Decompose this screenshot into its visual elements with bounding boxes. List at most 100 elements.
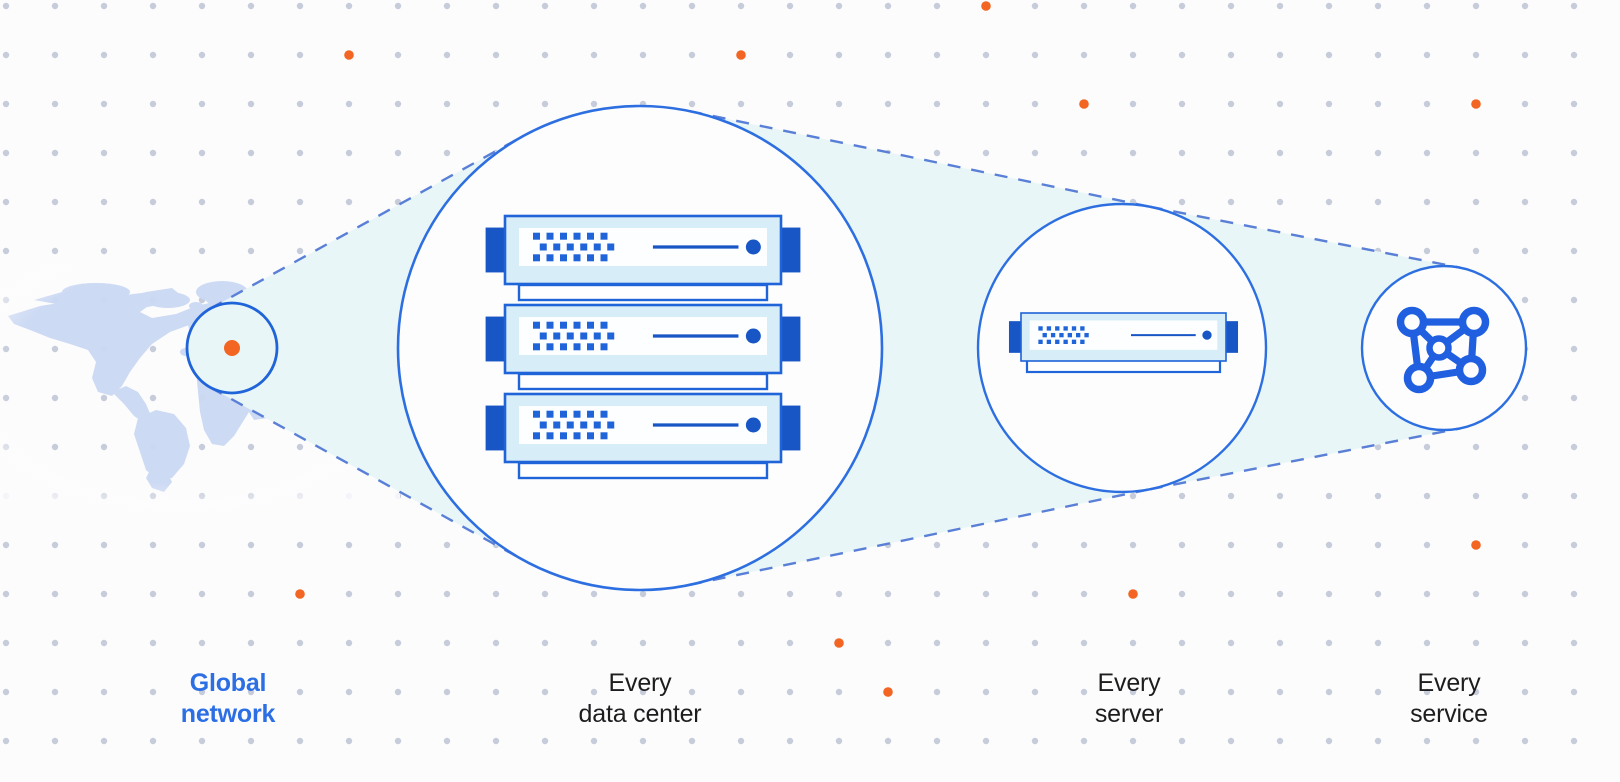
grid-dot bbox=[933, 149, 941, 157]
grid-dot bbox=[1374, 198, 1382, 206]
grid-dot bbox=[1129, 51, 1137, 59]
grid-dot bbox=[1374, 100, 1382, 108]
mesh-nodes bbox=[1396, 306, 1490, 394]
grid-dot bbox=[247, 51, 255, 59]
grid-dot bbox=[1325, 51, 1333, 59]
grid-dot bbox=[1276, 100, 1284, 108]
grid-dot bbox=[51, 149, 59, 157]
vent-dot bbox=[573, 232, 581, 240]
grid-dot bbox=[2, 51, 10, 59]
vent-dot bbox=[553, 332, 561, 340]
grid-dot bbox=[1570, 443, 1578, 451]
cone-dash-bottom-server bbox=[1149, 205, 1461, 269]
grid-dot bbox=[2, 639, 10, 647]
grid-dot bbox=[345, 2, 353, 10]
vent-dot bbox=[1046, 326, 1052, 331]
grid-dot bbox=[1129, 541, 1137, 549]
grid-dot bbox=[1570, 100, 1578, 108]
grid-dot bbox=[1570, 639, 1578, 647]
grid-dot bbox=[1423, 2, 1431, 10]
grid-dot bbox=[590, 737, 598, 745]
grid-dot bbox=[247, 198, 255, 206]
grid-dot bbox=[1521, 296, 1529, 304]
unit-vent-grid bbox=[533, 410, 615, 440]
grid-dot bbox=[247, 541, 255, 549]
grid-dot bbox=[1080, 688, 1088, 696]
server-rack bbox=[485, 214, 801, 480]
circle-outline-server bbox=[976, 202, 1268, 494]
unit-vent-grid bbox=[533, 321, 615, 351]
grid-dot bbox=[1570, 688, 1578, 696]
grid-dot bbox=[1178, 688, 1186, 696]
rack-rail bbox=[517, 372, 769, 391]
label-global-network: Global network bbox=[180, 669, 276, 728]
grid-dot bbox=[933, 2, 941, 10]
grid-dot bbox=[1570, 198, 1578, 206]
grid-dot bbox=[51, 2, 59, 10]
vent-dot bbox=[1080, 326, 1085, 331]
grid-dot bbox=[51, 639, 59, 647]
grid-dot bbox=[149, 247, 157, 255]
vent-dot bbox=[587, 410, 594, 418]
grid-dot-accent bbox=[834, 638, 844, 648]
grid-dot bbox=[982, 737, 990, 745]
grid-dot bbox=[1276, 149, 1284, 157]
vent-dot bbox=[587, 343, 594, 351]
grid-dot bbox=[1031, 639, 1039, 647]
grid-dot bbox=[982, 688, 990, 696]
grid-dot bbox=[100, 247, 108, 255]
grid-dot bbox=[394, 2, 402, 10]
cone-dash-top-server bbox=[1149, 427, 1461, 491]
grid-dot bbox=[639, 51, 647, 59]
circle-outline-global-network bbox=[185, 301, 279, 395]
grid-dot bbox=[737, 100, 745, 108]
grid-dot bbox=[1325, 149, 1333, 157]
grid-dot bbox=[1227, 100, 1235, 108]
grid-dot bbox=[933, 639, 941, 647]
vent-dot bbox=[1038, 339, 1043, 345]
grid-dot bbox=[345, 590, 353, 598]
grid-dot bbox=[345, 198, 353, 206]
grid-dot bbox=[1423, 590, 1431, 598]
vent-dot bbox=[573, 254, 581, 262]
grid-dot bbox=[443, 149, 451, 157]
grid-dot bbox=[492, 100, 500, 108]
vent-dot bbox=[566, 243, 574, 251]
grid-dot bbox=[1178, 492, 1186, 500]
unit-status-led bbox=[745, 239, 761, 255]
grid-dot bbox=[1325, 541, 1333, 549]
grid-dot bbox=[884, 639, 892, 647]
grid-dot bbox=[345, 639, 353, 647]
grid-dot bbox=[1080, 51, 1088, 59]
grid-dot bbox=[149, 590, 157, 598]
grid-dot bbox=[1276, 2, 1284, 10]
unit-tab-right bbox=[778, 227, 801, 273]
grid-dot bbox=[1374, 443, 1382, 451]
grid-dot bbox=[541, 688, 549, 696]
vent-dot bbox=[533, 254, 540, 262]
grid-dot bbox=[296, 51, 304, 59]
grid-dot bbox=[590, 100, 598, 108]
grid-dot bbox=[1227, 541, 1235, 549]
grid-dot bbox=[492, 688, 500, 696]
grid-dot bbox=[835, 100, 843, 108]
grid-dot bbox=[688, 590, 696, 598]
rack-unit-1 bbox=[485, 214, 801, 286]
grid-dot bbox=[1031, 590, 1039, 598]
grid-dot bbox=[198, 639, 206, 647]
grid-dot bbox=[2, 247, 10, 255]
vent-dot bbox=[600, 321, 608, 329]
grid-dot bbox=[100, 639, 108, 647]
network-mesh-icon bbox=[1396, 306, 1490, 394]
vent-dot bbox=[607, 332, 615, 340]
grid-dot bbox=[1374, 492, 1382, 500]
vent-dot bbox=[593, 332, 601, 340]
unit-tab-left bbox=[1008, 321, 1023, 353]
grid-dot bbox=[884, 590, 892, 598]
grid-dot bbox=[1031, 541, 1039, 549]
grid-dot bbox=[1374, 149, 1382, 157]
grid-dot bbox=[1227, 149, 1235, 157]
vent-dot bbox=[607, 243, 615, 251]
rack-unit-3 bbox=[485, 392, 801, 464]
grid-dot bbox=[1570, 296, 1578, 304]
